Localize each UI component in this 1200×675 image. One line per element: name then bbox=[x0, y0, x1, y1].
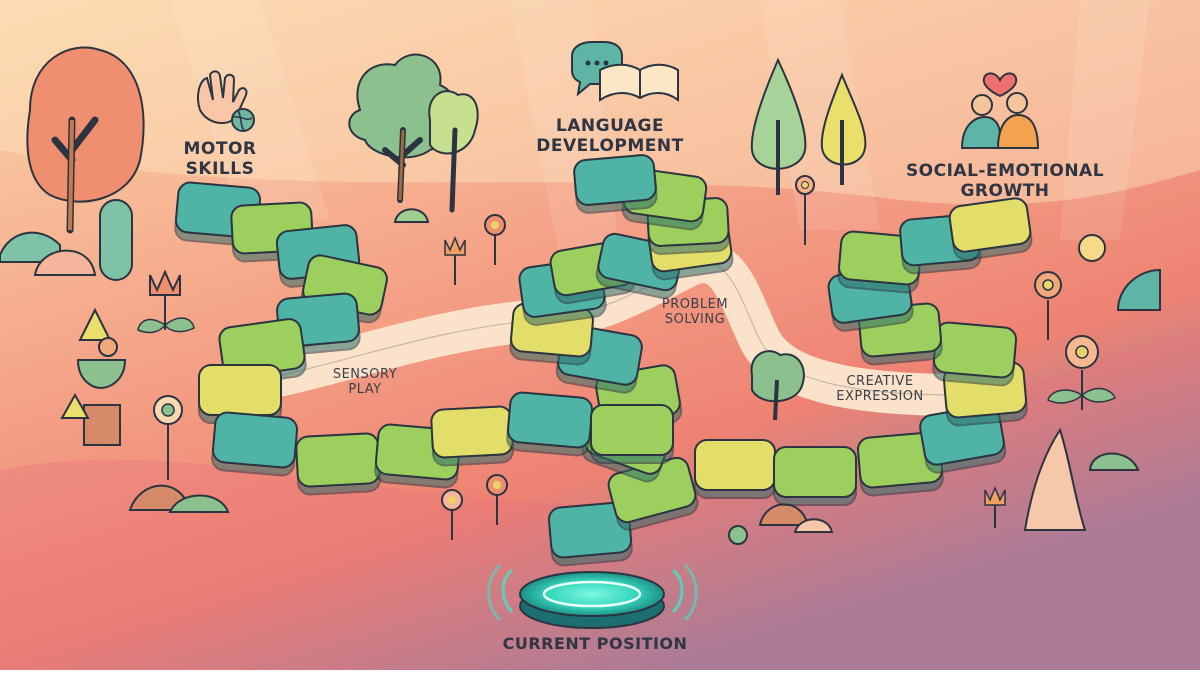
tree-left-large bbox=[26, 46, 145, 234]
label-creative-expression: CREATIVE EXPRESSION bbox=[836, 374, 924, 404]
background-haze bbox=[0, 0, 1200, 205]
pillar-shape bbox=[99, 199, 133, 281]
path-stone[interactable] bbox=[590, 404, 674, 464]
quarter-circle-shape bbox=[1116, 268, 1161, 311]
tree-tall-yellow bbox=[820, 72, 867, 185]
current-position-marker[interactable] bbox=[487, 563, 698, 629]
bush bbox=[168, 494, 230, 513]
path-stone[interactable] bbox=[506, 391, 594, 457]
label-sensory-play: SENSORY PLAY bbox=[332, 367, 398, 397]
path-stone[interactable] bbox=[295, 432, 382, 496]
heart-icon bbox=[982, 72, 1018, 98]
flower bbox=[441, 489, 463, 540]
ball-icon bbox=[231, 108, 255, 132]
arch-shape bbox=[1023, 427, 1087, 531]
mound bbox=[1088, 452, 1140, 471]
tulip bbox=[444, 236, 466, 285]
mound bbox=[393, 208, 430, 223]
flower bbox=[484, 214, 506, 265]
book-icon bbox=[599, 63, 679, 103]
path-stone[interactable] bbox=[694, 439, 776, 499]
tree-tall-green bbox=[750, 57, 807, 195]
path-stone[interactable] bbox=[198, 364, 282, 424]
tulip bbox=[984, 486, 1006, 528]
path-stone[interactable] bbox=[430, 405, 515, 467]
tree-middle-small bbox=[428, 90, 479, 213]
hugging-people-icon bbox=[960, 92, 1040, 149]
path-stone[interactable] bbox=[547, 501, 633, 567]
label-current-position: CURRENT POSITION bbox=[502, 634, 688, 653]
background-hill bbox=[0, 330, 1200, 670]
light-ray bbox=[1060, 0, 1150, 240]
flower bbox=[795, 175, 815, 245]
path-stones bbox=[174, 154, 1033, 567]
light-ray bbox=[170, 0, 330, 220]
bush bbox=[33, 249, 97, 276]
label-motor-skills: MOTOR SKILLS bbox=[183, 139, 257, 179]
tree-small bbox=[750, 350, 805, 421]
flower bbox=[1034, 271, 1062, 340]
stacked-shapes-toy bbox=[60, 307, 127, 446]
flower bbox=[153, 395, 183, 480]
flower bbox=[486, 474, 508, 525]
label-problem-solving: PROBLEM SOLVING bbox=[661, 297, 729, 327]
tulip bbox=[137, 269, 195, 334]
path-stone[interactable] bbox=[773, 446, 857, 506]
bush bbox=[793, 518, 834, 533]
flower bbox=[1047, 335, 1116, 410]
label-language-development: LANGUAGE DEVELOPMENT bbox=[536, 116, 684, 156]
path-stone[interactable] bbox=[573, 154, 658, 214]
path-stone[interactable] bbox=[211, 411, 299, 477]
sun-circle bbox=[1078, 234, 1106, 262]
label-social-emotional-growth: SOCIAL-EMOTIONAL GROWTH bbox=[905, 161, 1105, 201]
path-stone[interactable] bbox=[948, 197, 1033, 261]
light-ray bbox=[760, 0, 880, 230]
path-stone[interactable] bbox=[856, 431, 944, 497]
dot-shape bbox=[728, 525, 748, 545]
